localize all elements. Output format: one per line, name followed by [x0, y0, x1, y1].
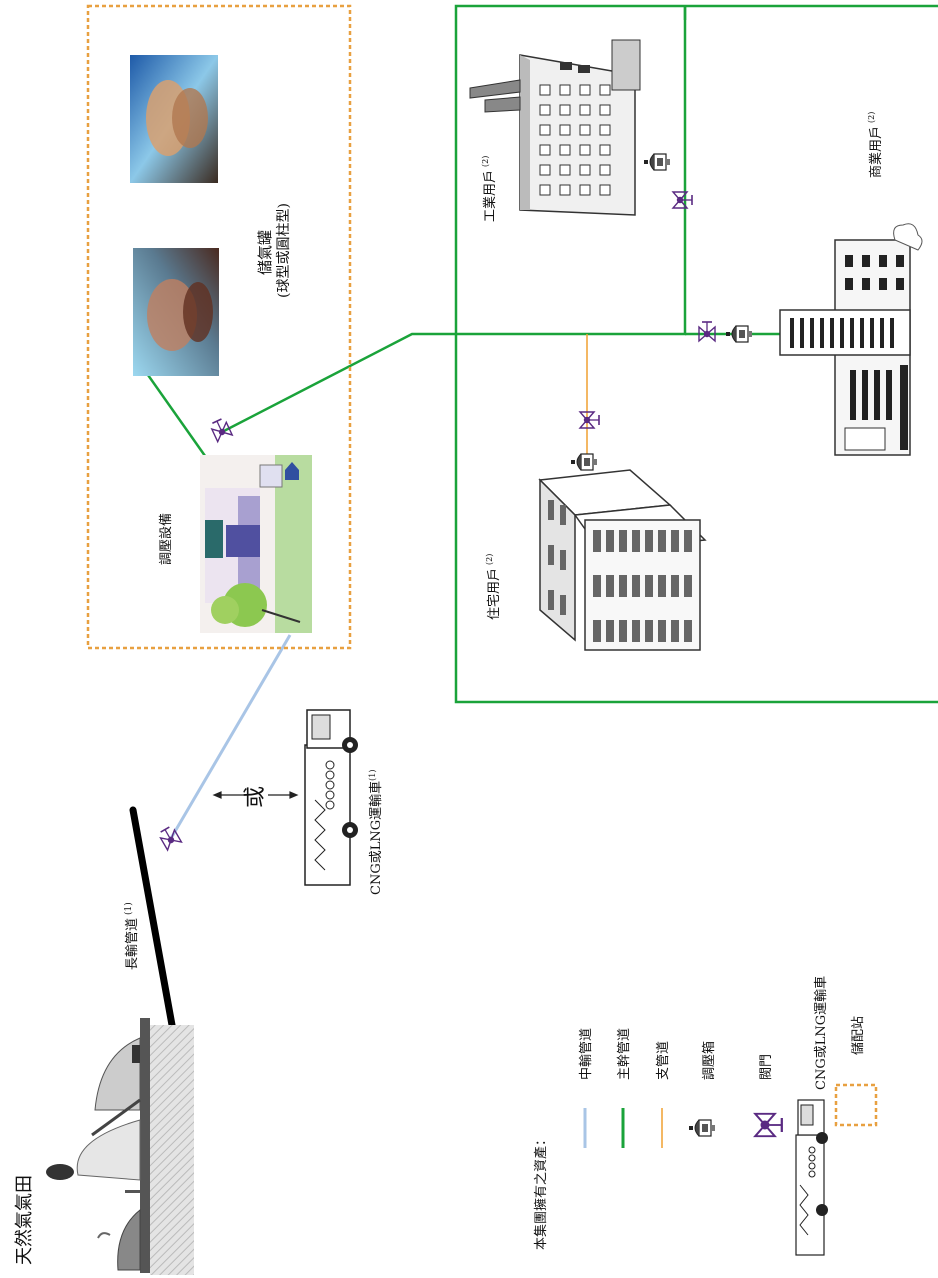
regulator-box-icon: [643, 153, 671, 171]
valve-icon: [754, 1112, 783, 1138]
residential-label: 住宅用戶(2): [485, 554, 502, 620]
legend-label: 主幹管道: [616, 1028, 632, 1080]
legend-label: CNG或LNG運輸車: [814, 976, 829, 1090]
trunk-pipeline-segment: [221, 332, 456, 434]
valve-icon: [579, 411, 600, 429]
valve-icon: [698, 321, 716, 342]
regulator-box-icon: [725, 325, 753, 343]
svg-text:商業用戶(2): 商業用戶(2): [867, 112, 884, 178]
svg-text:住宅用戶(2): 住宅用戶(2): [485, 554, 502, 620]
storage-tank-label: 儲氣罐: [256, 230, 274, 275]
truck-icon: [795, 1099, 828, 1256]
mid-pipeline-line: [168, 634, 292, 841]
legend-label: 中輸管道: [579, 1028, 594, 1080]
user-area-frame: [454, 4, 938, 704]
storage-tank-type-label: (球型或圓柱型): [276, 203, 292, 298]
regulator-box-icon: [688, 1119, 716, 1137]
svg-text:CNG或LNG運輸車(1): CNG或LNG運輸車(1): [368, 770, 384, 895]
legend: 本集團擁有之資產： 中輸管道 主幹管道 支管道 調壓箱 閥門 CNG或LNG運輸…: [533, 976, 878, 1256]
regulator-equipment-building: [200, 455, 312, 633]
industrial-label: 工業用戶(2): [481, 156, 498, 222]
residential-building: [538, 469, 707, 651]
legend-label: 儲配站: [851, 1016, 866, 1055]
commercial-building: [779, 223, 923, 456]
long-pipeline: [129, 806, 176, 1029]
truck-label: CNG或LNG運輸車(1): [368, 770, 384, 895]
commercial-label: 商業用戶(2): [867, 112, 884, 178]
svg-text:工業用戶(2): 工業用戶(2): [481, 156, 498, 222]
storage-tank-photo: [133, 248, 219, 376]
legend-label: 支管道: [656, 1041, 671, 1080]
regulator-equipment-label: 調壓設備: [158, 513, 174, 565]
gas-field-illustration: [46, 1018, 194, 1275]
legend-symbol-storage-station: [834, 1083, 878, 1127]
truck-icon: [304, 709, 358, 886]
svg-text:長輸管道(1): 長輸管道(1): [123, 902, 140, 970]
legend-label: 調壓箱: [701, 1041, 717, 1080]
legend-title: 本集團擁有之資產：: [533, 1133, 549, 1250]
valve-icon: [672, 191, 693, 209]
long-pipeline-label: 長輸管道(1): [123, 902, 140, 970]
industrial-building: [469, 39, 641, 216]
or-arrows: [212, 791, 299, 799]
regulator-box-icon: [570, 453, 598, 471]
storage-tank-photo: [130, 55, 218, 183]
storage-station-border: [86, 4, 352, 650]
legend-label: 閥門: [759, 1054, 774, 1080]
or-label: 或: [243, 786, 268, 808]
gas-field-label: 天然氣氣田: [14, 1175, 35, 1265]
